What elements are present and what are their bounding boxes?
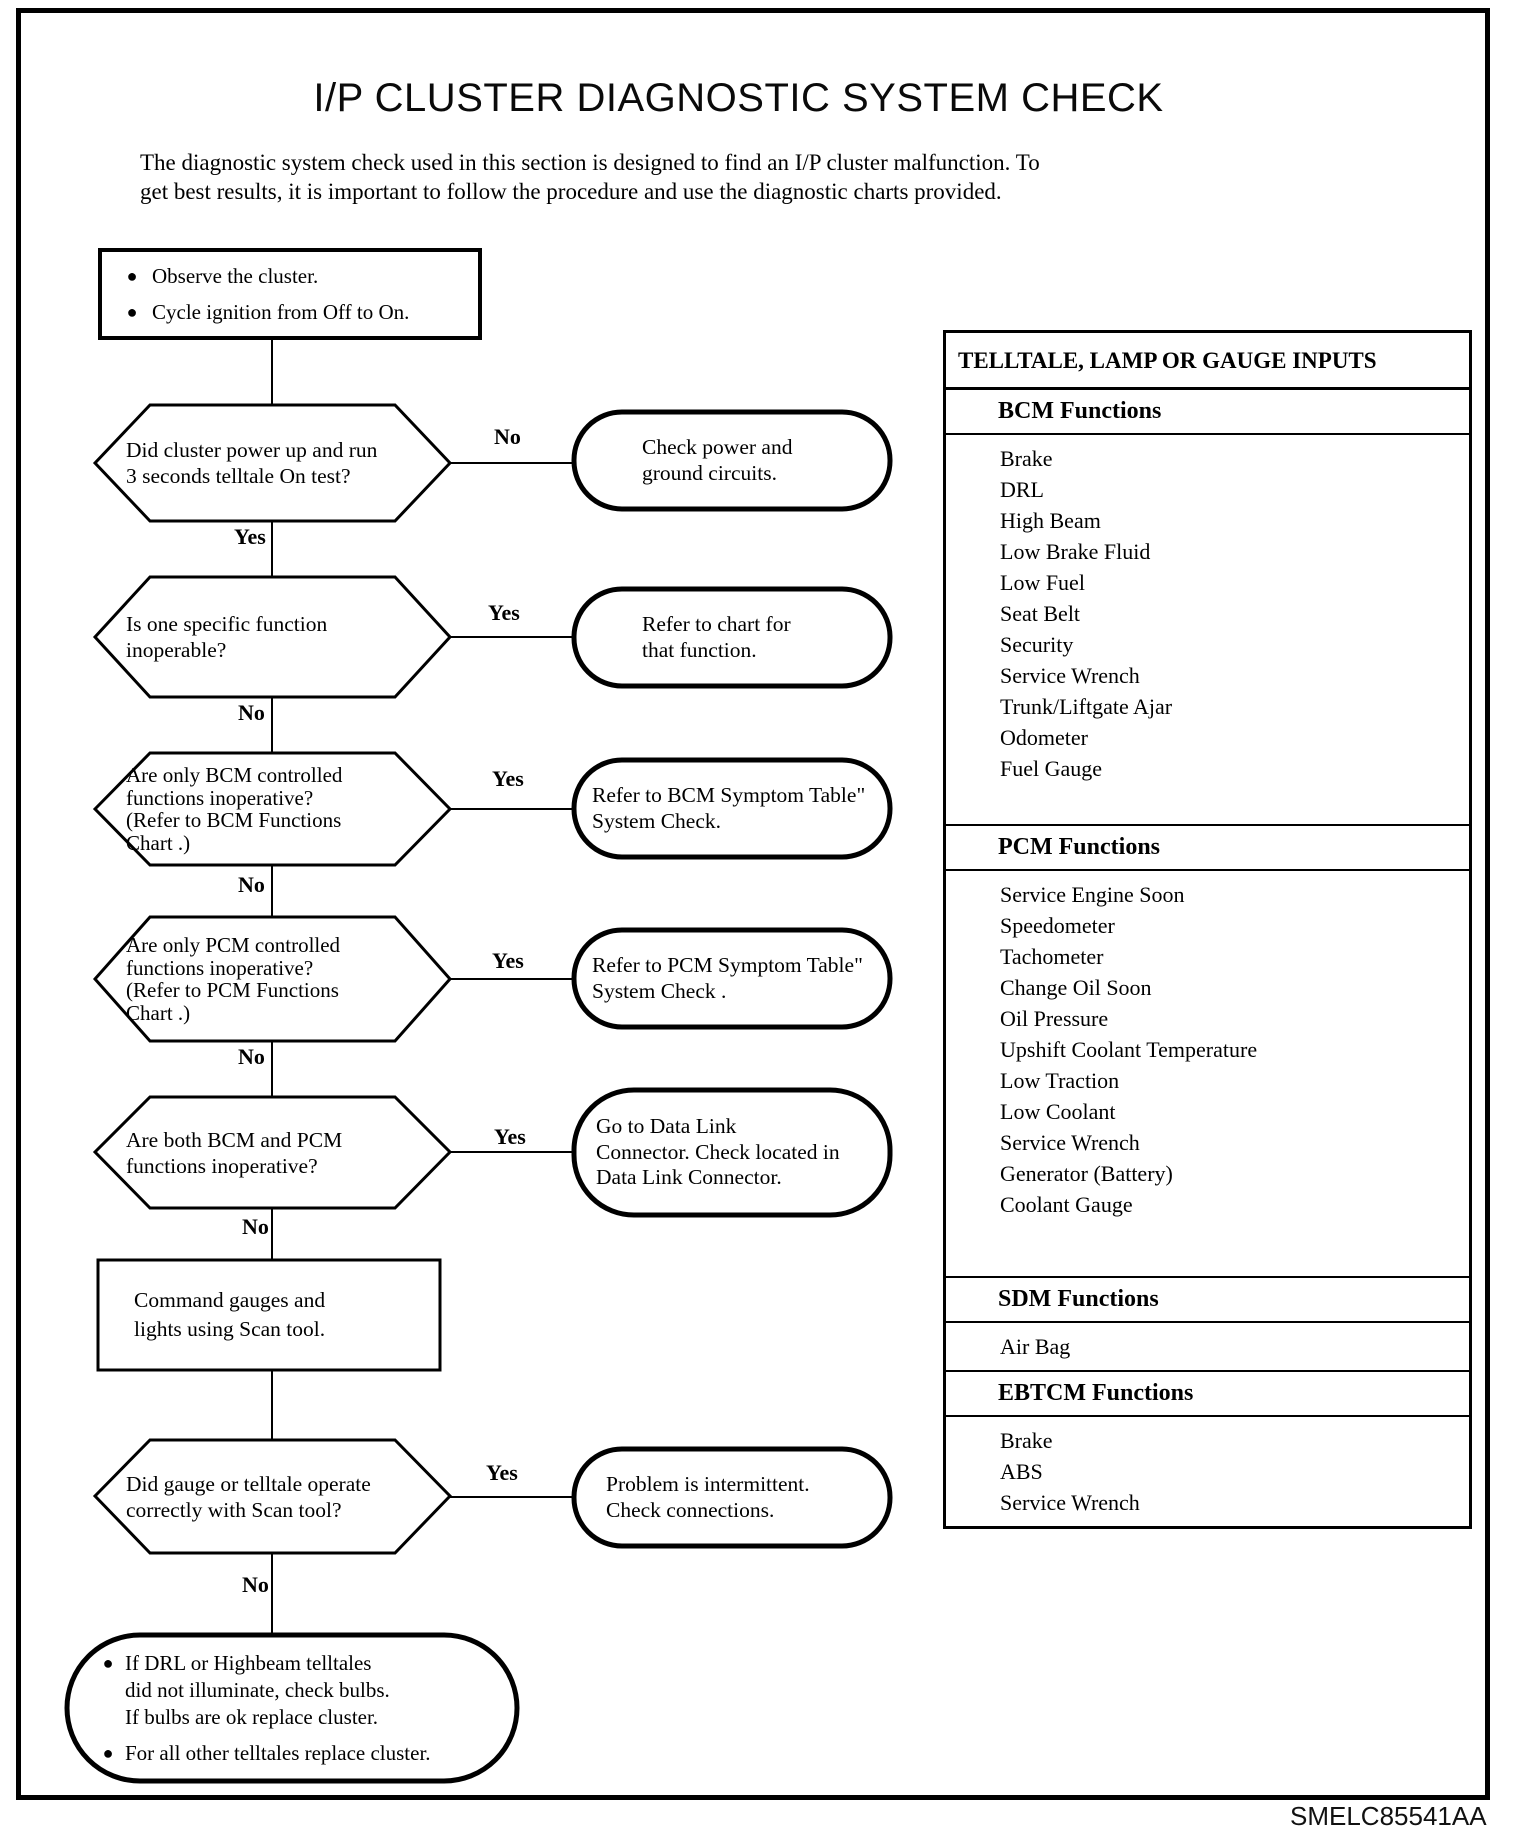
branch-label-no: No — [494, 424, 521, 449]
terminal-bullet-1: ● If DRL or Highbeam telltales did not i… — [91, 1650, 517, 1731]
panel-title: TELLTALE, LAMP OR GAUGE INPUTS — [946, 333, 1469, 390]
page-title: I/P CLUSTER DIAGNOSTIC SYSTEM CHECK — [313, 76, 1164, 120]
terminal-bullet-2: ● For all other telltales replace cluste… — [91, 1740, 517, 1767]
start-box: ● Observe the cluster. ● Cycle ignition … — [100, 250, 480, 338]
panel-item: Low Brake Fluid — [1000, 539, 1151, 564]
panel-item: Service Wrench — [1000, 663, 1140, 688]
panel-item: DRL — [1000, 477, 1044, 502]
panel-item: Low Fuel — [1000, 570, 1085, 595]
decision-question-6: Did gauge or telltale operate correctly … — [126, 1471, 371, 1522]
branch-label-no: No — [238, 1044, 265, 1069]
panel-item: Seat Belt — [1000, 601, 1081, 626]
intro-text: The diagnostic system check used in this… — [140, 150, 1040, 204]
decision-question-2: Is one specific function inoperable? — [126, 612, 328, 662]
decision-question-1: Did cluster power up and run 3 seconds t… — [126, 438, 378, 488]
start-bullet-2: ● Cycle ignition from Off to On. — [112, 299, 480, 325]
section-heading: BCM Functions — [946, 390, 1469, 435]
bullet-icon: ● — [102, 1742, 114, 1763]
panel-item: Odometer — [1000, 725, 1088, 750]
terminal-bullet-text: If DRL or Highbeam telltales did not ill… — [125, 1650, 390, 1729]
action-text-2: Refer to chart for that function. — [642, 612, 791, 662]
action-text-5: Go to Data Link Connector. Check located… — [596, 1114, 840, 1190]
panel-item: Coolant Gauge — [1000, 1192, 1133, 1217]
panel-item: Brake — [1000, 446, 1053, 471]
branch-label-yes: Yes — [492, 766, 524, 791]
section-items: Air Bag — [946, 1323, 1469, 1370]
section-heading: EBTCM Functions — [946, 1372, 1469, 1417]
panel-item: Fuel Gauge — [1000, 756, 1103, 781]
panel-item: Generator (Battery) — [1000, 1161, 1173, 1186]
branch-label-no: No — [238, 872, 265, 897]
branch-label-no: No — [238, 700, 265, 725]
branch-label-yes: Yes — [488, 600, 520, 625]
action-text-1: Check power and ground circuits. — [642, 435, 793, 485]
action-text-3: Refer to BCM Symptom Table" System Check… — [592, 783, 866, 833]
bullet-icon: ● — [126, 266, 138, 286]
branch-label-no: No — [242, 1572, 269, 1597]
action-shape-1 — [571, 409, 893, 512]
section-heading: PCM Functions — [946, 826, 1469, 871]
bullet-icon: ● — [102, 1652, 114, 1673]
panel-item: High Beam — [1000, 508, 1101, 533]
branch-label-yes: Yes — [494, 1124, 526, 1149]
telltale-inputs-panel: TELLTALE, LAMP OR GAUGE INPUTS BCM Funct… — [943, 330, 1472, 1529]
panel-item: Service Engine Soon — [1000, 882, 1185, 907]
decision-question-4: Are only PCM controlled functions inoper… — [126, 933, 341, 1025]
command-box-shape — [96, 1258, 442, 1372]
figure-code: SMELC85541AA — [1290, 1801, 1487, 1831]
panel-item: Change Oil Soon — [1000, 975, 1152, 1000]
panel-item: Security — [1000, 632, 1074, 657]
decision-question-5: Are both BCM and PCM functions inoperati… — [126, 1127, 343, 1178]
panel-item: Speedometer — [1000, 913, 1115, 938]
panel-item: Air Bag — [1000, 1334, 1071, 1359]
panel-item: Oil Pressure — [1000, 1006, 1109, 1031]
panel-item: Trunk/Liftgate Ajar — [1000, 694, 1173, 719]
branch-label-yes: Yes — [486, 1460, 518, 1485]
page-border — [16, 8, 1490, 1800]
command-box: Command gauges and lights using Scan too… — [134, 1288, 326, 1341]
start-bullet-text: Observe the cluster. — [152, 264, 319, 288]
terminal-node: ● If DRL or Highbeam telltales did not i… — [67, 1635, 517, 1781]
panel-item: Tachometer — [1000, 944, 1104, 969]
terminal-shape — [64, 1632, 520, 1784]
panel-item: Service Wrench — [1000, 1130, 1140, 1155]
panel-item: Upshift Coolant Temperature — [1000, 1037, 1258, 1062]
terminal-bullet-text: For all other telltales replace cluster. — [125, 1740, 431, 1765]
action-text-4: Refer to PCM Symptom Table" System Check… — [592, 953, 863, 1003]
section-heading: SDM Functions — [946, 1278, 1469, 1323]
action-text-6: Problem is intermittent. Check connectio… — [606, 1472, 810, 1522]
panel-item: Service Wrench — [1000, 1490, 1140, 1515]
decision-question-3: Are only BCM controlled functions inoper… — [126, 763, 343, 855]
panel-item: Brake — [1000, 1428, 1053, 1453]
panel-section-sdm: SDM Functions Air Bag — [946, 1276, 1469, 1370]
panel-item: Low Coolant — [1000, 1099, 1116, 1124]
branch-label-yes: Yes — [234, 524, 266, 549]
panel-item: Low Traction — [1000, 1068, 1120, 1093]
bullet-icon: ● — [126, 302, 138, 322]
start-bullet-1: ● Observe the cluster. — [112, 263, 480, 289]
branch-label-yes: Yes — [492, 948, 524, 973]
start-box-shape — [98, 248, 482, 340]
branch-label-no: No — [242, 1214, 269, 1239]
panel-item: ABS — [1000, 1459, 1043, 1484]
start-bullet-text: Cycle ignition from Off to On. — [152, 300, 410, 324]
